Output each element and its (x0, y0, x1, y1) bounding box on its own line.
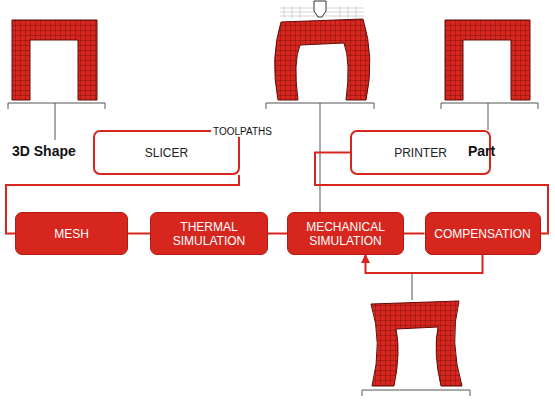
node-text-group: COMPENSATION (428, 227, 536, 241)
flow-connector (268, 233, 287, 235)
leader-line (488, 103, 489, 130)
node-label: COMPENSATION (428, 227, 536, 241)
node-text-group: SLICER (139, 146, 194, 160)
shape-3d (12, 20, 97, 100)
process-box: THERMAL SIMULATION (150, 212, 268, 255)
process-box: COMPENSATION (425, 212, 541, 255)
node-label: PRINTER (388, 146, 453, 160)
node-label: SLICER (139, 146, 194, 160)
deformed-shape (275, 19, 370, 100)
node-label: MESH (48, 227, 95, 241)
node-label: THERMAL SIMULATION (151, 220, 267, 248)
flow-connector (404, 233, 425, 235)
annotation-label: TOOLPATHS (211, 126, 274, 137)
leader-line (320, 103, 321, 212)
node-text-group: PRINTER (388, 146, 453, 160)
compensated-shape (371, 301, 462, 386)
part-shape (445, 20, 530, 100)
flow-connector (128, 233, 150, 235)
process-box: MECHANICAL SIMULATION (287, 212, 404, 255)
base-bracket (362, 390, 470, 396)
flow-connector (366, 255, 483, 273)
process-box: MESH (15, 212, 128, 255)
node-label: MECHANICAL SIMULATION (288, 220, 403, 248)
annotation-label: 3D Shape (12, 143, 76, 159)
nozzle (314, 1, 326, 17)
base-bracket (8, 103, 105, 109)
leader-line (412, 273, 413, 300)
base-bracket (441, 103, 538, 109)
node-text-group: MESH (48, 227, 95, 241)
annotation-label: Part (468, 143, 495, 159)
leader-line (55, 103, 56, 140)
node-text-group: MECHANICAL SIMULATION (288, 220, 403, 248)
node-text-group: THERMAL SIMULATION (151, 220, 267, 248)
